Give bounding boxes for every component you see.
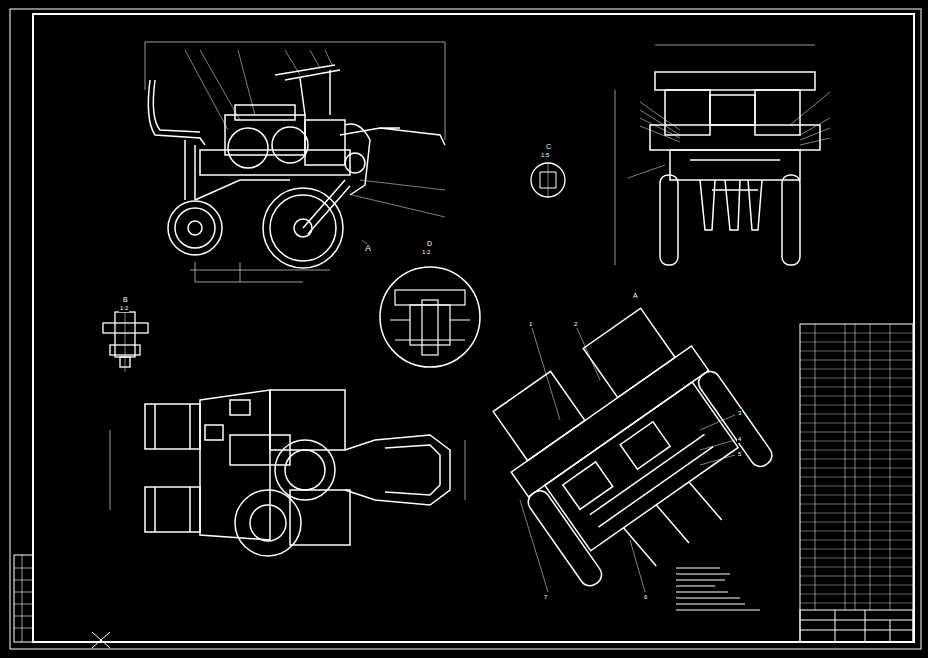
table-rule bbox=[800, 477, 913, 478]
callout-number: 1 bbox=[528, 320, 533, 328]
table-rule bbox=[800, 576, 913, 577]
table-rule bbox=[800, 549, 913, 550]
table-rule bbox=[800, 369, 913, 370]
callout-number: 3 bbox=[737, 409, 742, 417]
table-rule bbox=[800, 585, 913, 586]
table-rule bbox=[800, 342, 913, 343]
section-mark: B bbox=[122, 296, 129, 304]
table-rule bbox=[800, 594, 913, 595]
table-rule bbox=[800, 405, 913, 406]
callout-number: 4 bbox=[737, 435, 742, 443]
table-rule bbox=[800, 540, 913, 541]
view-mark: A bbox=[364, 244, 372, 252]
callout-number: 5 bbox=[737, 450, 742, 458]
table-rule bbox=[800, 351, 913, 352]
table-rule bbox=[800, 333, 913, 334]
table-rule bbox=[800, 450, 913, 451]
table-rule bbox=[800, 522, 913, 523]
callout-number: 7 bbox=[543, 593, 548, 601]
table-rule bbox=[800, 558, 913, 559]
scale-label: 1:5 bbox=[540, 151, 550, 159]
callout-number: 6 bbox=[643, 593, 648, 601]
table-rule bbox=[800, 414, 913, 415]
table-rule bbox=[800, 360, 913, 361]
section-mark: C bbox=[545, 143, 552, 151]
view-mark: A bbox=[632, 292, 639, 300]
section-mark: D bbox=[426, 240, 433, 248]
table-rule bbox=[800, 423, 913, 424]
table-rule bbox=[800, 513, 913, 514]
table-rule bbox=[800, 567, 913, 568]
table-rule bbox=[800, 459, 913, 460]
scale-label: 1:2 bbox=[421, 248, 431, 256]
scale-label: 1:2 bbox=[119, 304, 129, 312]
table-rule bbox=[800, 378, 913, 379]
table-rule bbox=[800, 603, 913, 604]
table-rule bbox=[800, 486, 913, 487]
table-rule bbox=[800, 432, 913, 433]
table-rule bbox=[800, 396, 913, 397]
callout-number: 2 bbox=[573, 320, 578, 328]
table-rule bbox=[800, 504, 913, 505]
table-rule bbox=[800, 468, 913, 469]
table-rule bbox=[800, 531, 913, 532]
table-rule bbox=[800, 441, 913, 442]
table-rule bbox=[800, 495, 913, 496]
table-rule bbox=[800, 387, 913, 388]
